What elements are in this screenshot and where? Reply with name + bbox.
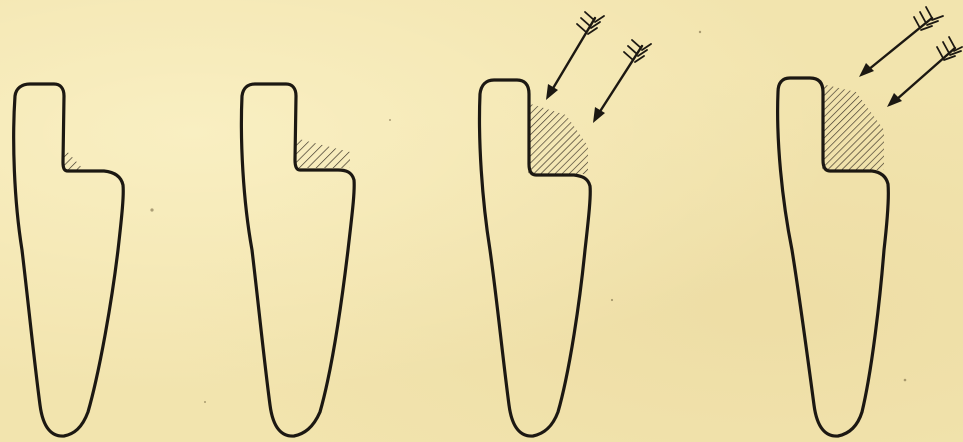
arrow-icon: [546, 12, 604, 100]
hatched-wear-area: [63, 147, 84, 170]
arrow-icon: [887, 37, 962, 107]
arrow-icon: [859, 7, 943, 77]
tooth-panel-4: [778, 7, 962, 436]
tooth-outline: [14, 84, 124, 436]
hatched-wear-area: [295, 138, 350, 168]
tooth-panel-1: [14, 84, 124, 436]
arrow-icon: [593, 40, 651, 123]
hatched-wear-area: [822, 84, 884, 170]
tooth-outline: [241, 84, 354, 436]
tooth-panel-3: [479, 12, 651, 436]
hatched-wear-area: [528, 103, 588, 174]
tooth-panel-2: [241, 84, 354, 436]
